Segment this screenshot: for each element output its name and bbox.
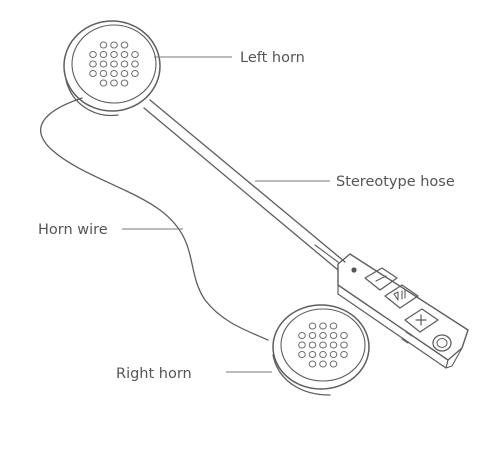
speaker-hole bbox=[319, 360, 327, 368]
speaker-hole bbox=[99, 70, 108, 77]
minus-icon bbox=[375, 275, 387, 282]
left-horn bbox=[63, 20, 161, 117]
speaker-hole bbox=[110, 51, 118, 58]
speaker-hole bbox=[319, 322, 327, 330]
speaker-hole bbox=[340, 351, 348, 358]
speaker-hole bbox=[99, 41, 108, 49]
speaker-hole bbox=[298, 351, 306, 358]
speaker-hole bbox=[308, 322, 317, 330]
right-horn-label: Right horn bbox=[116, 366, 192, 382]
left-horn-speaker-grille bbox=[89, 41, 139, 87]
speaker-hole bbox=[329, 341, 338, 349]
speaker-hole bbox=[120, 41, 129, 49]
speaker-hole bbox=[329, 351, 338, 358]
speaker-hole bbox=[99, 51, 108, 58]
speaker-hole bbox=[131, 60, 139, 68]
speaker-hole bbox=[298, 341, 306, 349]
horn-wire-label: Horn wire bbox=[38, 222, 108, 238]
minus-button[interactable] bbox=[364, 267, 398, 291]
speaker-hole bbox=[120, 60, 129, 68]
speaker-hole bbox=[308, 360, 317, 368]
speaker-hole bbox=[120, 70, 129, 77]
speaker-hole bbox=[99, 79, 108, 87]
horn-wire-cable bbox=[40, 97, 269, 341]
speaker-hole bbox=[319, 351, 327, 358]
speaker-hole bbox=[120, 79, 129, 87]
play-pause-icon bbox=[393, 289, 406, 301]
speaker-hole bbox=[329, 322, 338, 330]
speaker-hole bbox=[120, 51, 129, 58]
stereotype-hose bbox=[143, 99, 346, 271]
speaker-hole bbox=[340, 341, 348, 349]
speaker-hole bbox=[308, 332, 317, 339]
speaker-hole bbox=[110, 41, 118, 49]
speaker-hole bbox=[340, 332, 348, 339]
speaker-hole bbox=[308, 341, 317, 349]
right-horn bbox=[272, 304, 370, 396]
right-horn-speaker-grille bbox=[298, 322, 348, 368]
power-button[interactable] bbox=[432, 334, 452, 352]
speaker-hole bbox=[298, 332, 306, 339]
led-indicator bbox=[351, 267, 357, 273]
plus-button[interactable] bbox=[404, 308, 439, 333]
speaker-hole bbox=[131, 51, 139, 58]
speaker-hole bbox=[110, 60, 118, 68]
speaker-hole bbox=[131, 70, 139, 77]
speaker-hole bbox=[110, 79, 118, 87]
play-pause-button[interactable] bbox=[384, 284, 419, 309]
speaker-hole bbox=[89, 60, 97, 68]
remote-control bbox=[337, 253, 469, 369]
speaker-hole bbox=[110, 70, 118, 77]
speaker-hole bbox=[89, 70, 97, 77]
stereotype-hose-label: Stereotype hose bbox=[336, 174, 455, 190]
speaker-hole bbox=[329, 360, 338, 368]
plus-icon bbox=[415, 314, 427, 326]
left-horn-label: Left horn bbox=[240, 50, 305, 66]
speaker-hole bbox=[319, 332, 327, 339]
speaker-hole bbox=[89, 51, 97, 58]
speaker-hole bbox=[99, 60, 108, 68]
speaker-hole bbox=[329, 332, 338, 339]
speaker-hole bbox=[308, 351, 317, 358]
speaker-hole bbox=[319, 341, 327, 349]
